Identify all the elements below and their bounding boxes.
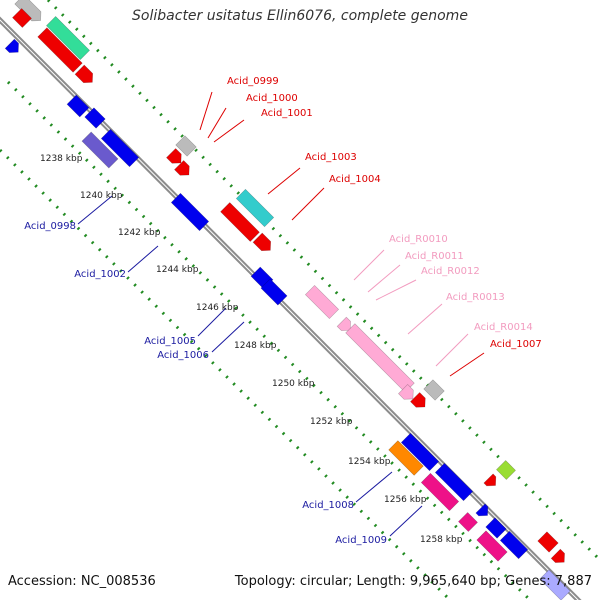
tick-dot-line (46, 0, 600, 562)
gene-label[interactable]: Acid_1007 (490, 339, 542, 350)
gene-feature (499, 530, 529, 560)
gene-feature (475, 503, 489, 517)
gene-feature (345, 323, 415, 393)
gene-feature (175, 135, 197, 157)
label-leader (267, 167, 301, 195)
accession-text: Accession: NC_008536 (8, 574, 156, 589)
gene-feature (81, 131, 119, 169)
gene-feature (252, 232, 272, 252)
gene-label[interactable]: Acid_0999 (227, 76, 279, 87)
map-title: Solibacter usitatus Ellin6076, complete … (132, 8, 468, 24)
gene-feature (537, 531, 559, 553)
label-leader (77, 195, 113, 225)
gene-feature (166, 148, 182, 164)
gene-feature (434, 462, 474, 502)
gene-feature (304, 284, 340, 320)
gene-label[interactable]: Acid_R0011 (405, 251, 464, 262)
label-leader (449, 352, 485, 377)
gene-label[interactable]: Acid_1005 (144, 336, 196, 347)
tick-label: 1238 kbp (40, 154, 83, 164)
gene-label[interactable]: Acid_R0010 (389, 234, 448, 245)
label-leader (435, 333, 469, 367)
label-leader (389, 505, 423, 537)
gene-label[interactable]: Acid_1008 (302, 500, 354, 511)
tick-label: 1254 kbp (348, 457, 391, 467)
gene-feature (170, 192, 210, 232)
gene-label[interactable]: Acid_R0012 (421, 266, 480, 277)
backbone-line (0, 16, 586, 604)
gene-features (4, 0, 571, 601)
gene-feature (458, 512, 478, 532)
gene-feature (550, 548, 565, 563)
gene-feature (66, 94, 90, 118)
gene-label[interactable]: Acid_1004 (329, 174, 381, 185)
gene-feature (485, 517, 507, 539)
gene-label[interactable]: Acid_1001 (261, 108, 313, 119)
tick-label: 1258 kbp (420, 535, 463, 545)
genome-backbone (0, 16, 586, 604)
gene-feature (220, 202, 260, 242)
gene-feature (398, 384, 414, 400)
tick-label: 1256 kbp (384, 495, 427, 505)
tick-dot-line (0, 148, 452, 602)
gene-label[interactable]: Acid_1003 (305, 152, 357, 163)
gene-label[interactable]: Acid_R0014 (474, 322, 533, 333)
gene-feature (483, 473, 497, 487)
tick-labels: 1238 kbp 1240 kbp 1242 kbp 1244 kbp 1246 kbp… (40, 154, 463, 545)
gene-label[interactable]: Acid_1006 (157, 350, 209, 361)
label-leader (353, 249, 385, 281)
label-leader (197, 307, 227, 337)
gene-feature (420, 472, 460, 512)
label-leader (127, 245, 159, 273)
gene-label[interactable]: Acid_0998 (24, 221, 76, 232)
gene-feature (74, 64, 94, 84)
tick-label: 1240 kbp (80, 191, 123, 201)
label-leader (367, 264, 401, 293)
label-leader (213, 119, 245, 143)
gene-feature (400, 432, 440, 472)
tick-label: 1252 kbp (310, 417, 353, 427)
gene-feature (410, 392, 426, 408)
tick-label: 1246 kbp (196, 303, 239, 313)
label-leader (291, 187, 325, 221)
tick-label: 1244 kbp (156, 265, 199, 275)
label-leader (211, 321, 245, 353)
gene-feature (476, 530, 508, 562)
gene-label[interactable]: Acid_R0013 (446, 292, 505, 303)
gene-feature (388, 440, 424, 476)
label-leaders (77, 91, 485, 537)
tick-label: 1242 kbp (118, 228, 161, 238)
gene-feature (100, 128, 140, 168)
label-leader (407, 303, 443, 335)
label-leader (355, 471, 393, 503)
tick-label: 1250 kbp (272, 379, 315, 389)
tick-label: 1248 kbp (234, 341, 277, 351)
gene-feature (260, 278, 288, 306)
gene-feature (84, 107, 106, 129)
gene-feature (12, 8, 32, 28)
gene-feature (4, 38, 19, 53)
gene-feature (46, 16, 90, 60)
gene-label[interactable]: Acid_1002 (74, 269, 126, 280)
gene-label[interactable]: Acid_1009 (335, 535, 387, 546)
gene-feature (37, 27, 83, 73)
genome-summary-text: Topology: circular; Length: 9,965,640 bp… (234, 574, 592, 589)
backbone-inner (0, 19, 583, 604)
gene-feature (14, 0, 42, 22)
label-leader (207, 107, 227, 139)
label-leader (199, 91, 213, 131)
gene-feature (423, 379, 445, 401)
gene-feature (496, 460, 516, 480)
label-leader (375, 279, 417, 301)
gene-label[interactable]: Acid_1000 (246, 93, 298, 104)
gene-feature (235, 188, 275, 228)
gene-labels: Acid_0999Acid_1000Acid_1001Acid_1003Acid… (24, 76, 542, 546)
gene-feature (336, 316, 351, 331)
gene-feature (174, 160, 190, 176)
